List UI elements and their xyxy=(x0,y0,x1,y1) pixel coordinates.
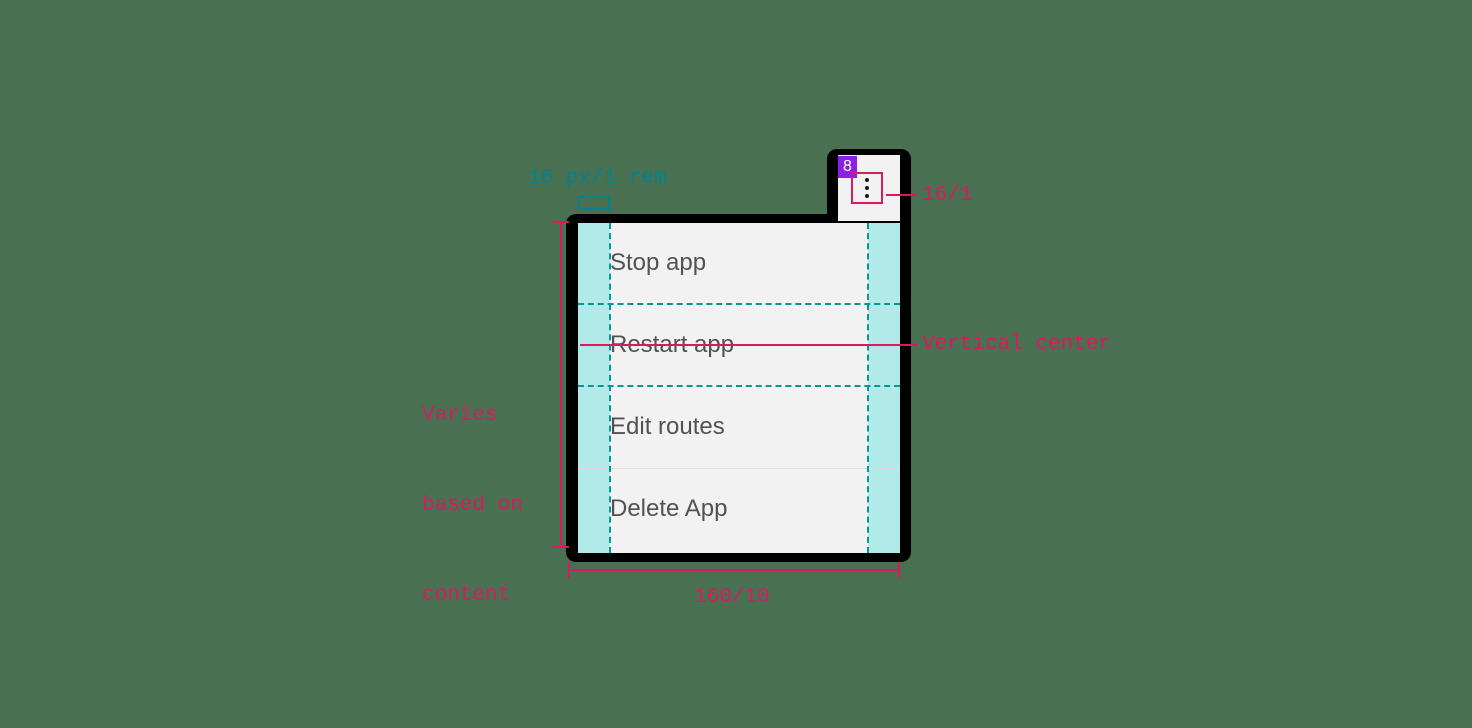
menu-item-list: Stop app Restart app Edit routes Delete … xyxy=(578,223,900,553)
annotation-height-spec-line-2: based on xyxy=(422,494,523,517)
dimension-cap xyxy=(898,562,900,578)
annotation-height-spec-line-1: Varies xyxy=(422,404,498,427)
guide-horizontal-lower xyxy=(578,385,900,387)
padding-band-right xyxy=(868,223,900,553)
annotation-vertical-center: Vertical center xyxy=(922,333,1112,356)
icon-spec-box xyxy=(851,172,883,204)
dimension-cap xyxy=(553,221,569,223)
kebab-dot xyxy=(865,186,869,190)
padding-measure-bracket xyxy=(578,196,610,210)
icon-spec-leader-line xyxy=(886,194,916,196)
annotation-height-spec: Varies based on content xyxy=(422,341,523,671)
menu-item-label: Stop app xyxy=(610,249,707,276)
dimension-cap xyxy=(568,562,570,578)
annotation-padding-spec: 16 px/1 rem xyxy=(528,167,667,190)
vertical-center-line xyxy=(580,344,918,346)
overflow-menu-vertical-icon[interactable] xyxy=(853,174,881,202)
annotation-icon-spec: 16/1 xyxy=(922,184,973,207)
menu-item-label: Edit routes xyxy=(610,413,725,440)
menu-panel-surface xyxy=(578,223,900,553)
menu-item-delete-app[interactable]: Delete App xyxy=(578,469,900,549)
menu-item-label: Delete App xyxy=(610,495,728,522)
annotation-width-spec: 160/10 xyxy=(694,586,770,609)
menu-divider xyxy=(578,468,900,469)
guide-vertical-right xyxy=(867,223,869,553)
guide-horizontal-upper xyxy=(578,303,900,305)
height-dimension-line xyxy=(553,221,569,548)
menu-item-edit-routes[interactable]: Edit routes xyxy=(578,387,900,467)
annotation-height-spec-line-3: content xyxy=(422,584,511,607)
menu-item-stop-app[interactable]: Stop app xyxy=(578,223,900,303)
padding-band-left xyxy=(578,223,610,553)
kebab-dot xyxy=(865,194,869,198)
kebab-dot xyxy=(865,178,869,182)
guide-vertical-left xyxy=(609,223,611,553)
dimension-cap xyxy=(553,546,569,548)
width-dimension-line xyxy=(568,562,900,578)
